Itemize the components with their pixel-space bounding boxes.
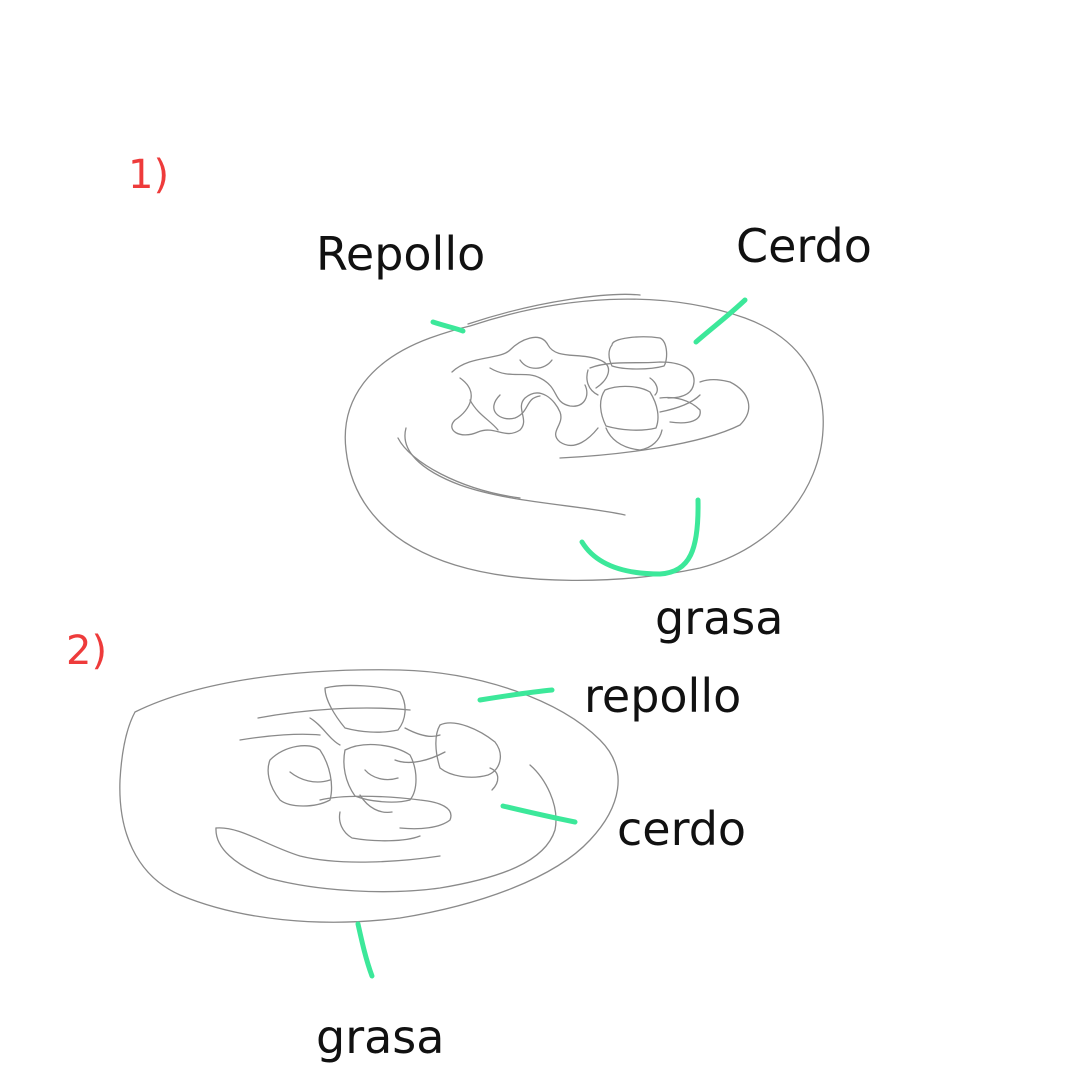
leader-line-fat-2	[355, 921, 375, 979]
label-pork-1: Cerdo	[736, 219, 872, 273]
label-pork-2: cerdo	[617, 802, 746, 856]
leader-line-cabbage-2	[477, 687, 555, 703]
plate-1-sketch	[344, 293, 824, 582]
cabbage-2-sketch	[267, 684, 501, 842]
label-fat-1: grasa	[655, 591, 783, 645]
leader-line-fat-1	[579, 497, 701, 577]
label-cabbage-2: repollo	[584, 669, 741, 723]
leader-line-pork-2	[500, 803, 578, 825]
leader-line-cabbage-1	[430, 319, 466, 334]
label-cabbage-1: Repollo	[316, 227, 485, 281]
diagram-2-number: 2)	[66, 628, 107, 674]
diagram-1-number: 1)	[128, 152, 169, 198]
diagram-1: 1)	[128, 152, 872, 645]
diagram-2: 2) r	[66, 628, 746, 1064]
cabbage-1-sketch	[451, 336, 610, 447]
label-fat-2: grasa	[316, 1010, 444, 1064]
pork-1-sketch	[586, 336, 701, 451]
leader-line-pork-1	[693, 297, 748, 345]
